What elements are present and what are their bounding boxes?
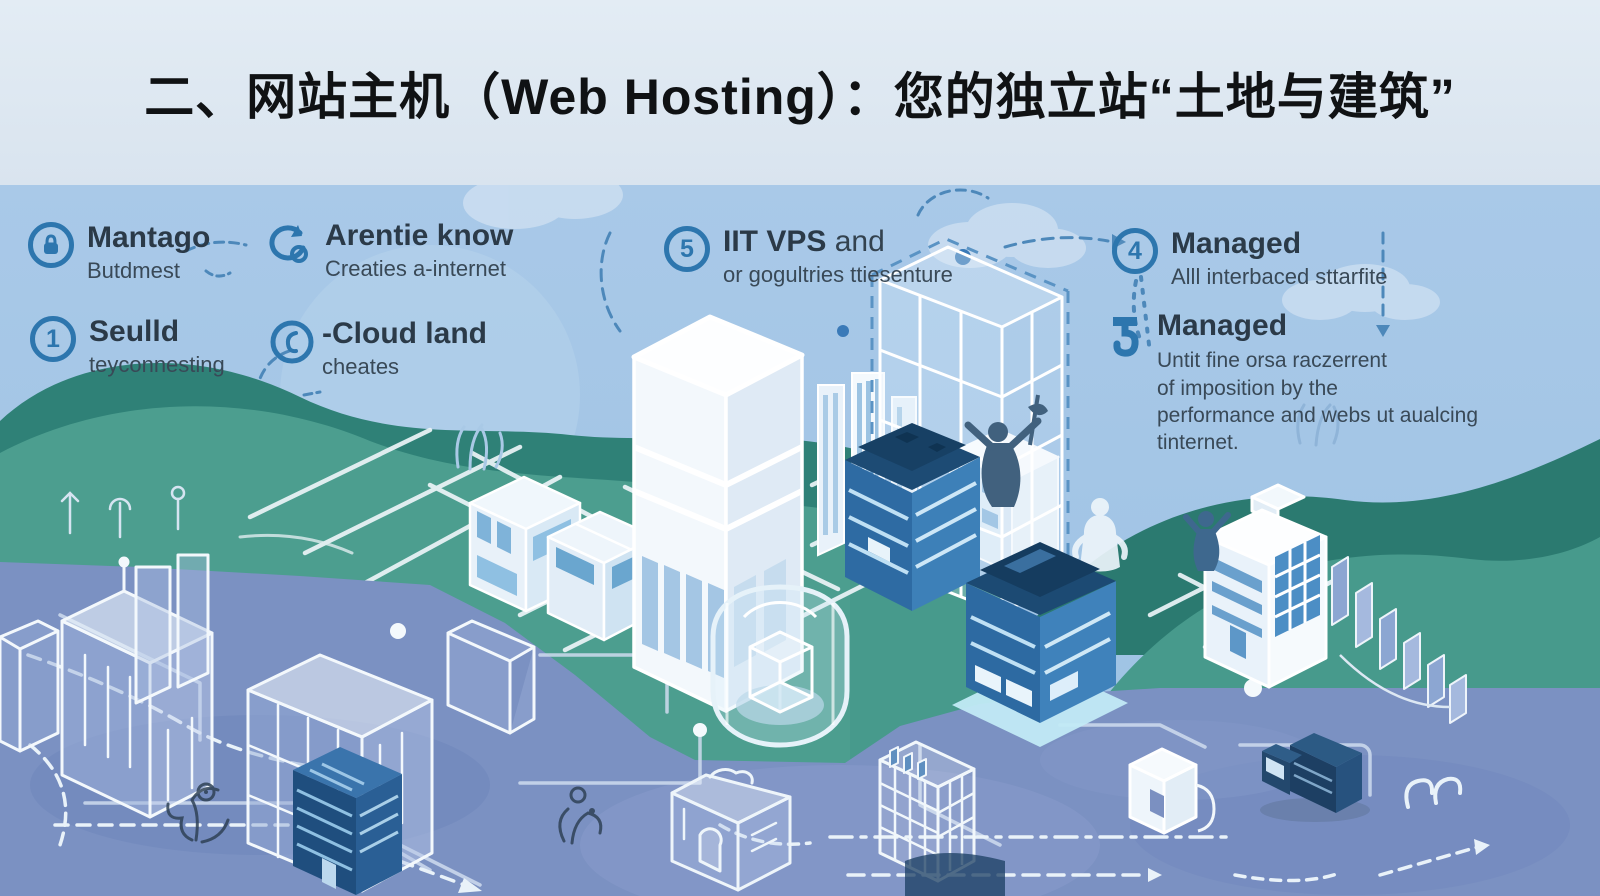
page-title: 二、网站主机（Web Hosting）：您的独立站“土地与建筑”	[144, 68, 1456, 125]
outline-house	[670, 768, 792, 892]
header-band: 二、网站主机（Web Hosting）：您的独立站“土地与建筑”	[0, 0, 1600, 187]
callout-subtitle: teyconnesting	[89, 352, 225, 378]
callout-title: -Cloud land	[322, 317, 487, 350]
callout-title: IIT VPS and	[723, 225, 885, 258]
sketch-plants	[60, 403, 1340, 539]
scribble-figures	[166, 782, 1005, 896]
callout-managed-5: Managed Untit fine orsa raczerrent of im…	[1106, 309, 1535, 457]
spiral-badge-icon	[268, 318, 316, 366]
callout-paragraph: Untit fine orsa raczerrent of imposition…	[1157, 349, 1479, 455]
ghost-figure	[1072, 498, 1128, 572]
number-4-badge: 4	[1112, 228, 1158, 274]
callout-title: Mantago	[87, 221, 211, 254]
callout-arentie: Arentie know Creaties a-internet	[262, 219, 514, 283]
server-tower-a	[845, 423, 980, 611]
number-5-badge: 5	[664, 226, 710, 272]
callout-cloud-land: -Cloud land cheates	[268, 317, 487, 381]
navy-truck	[1260, 733, 1370, 822]
callout-title: Managed	[1157, 309, 1288, 342]
circular-arrows-icon	[262, 220, 312, 268]
receding-panels	[1331, 556, 1467, 724]
right-building	[1203, 483, 1328, 689]
number-1-badge: 1	[30, 316, 76, 362]
callout-seulld: 1 Seulld teyconnesting	[30, 315, 225, 379]
callout-subtitle: cheates	[322, 354, 400, 380]
callout-subtitle: Creaties a-internet	[325, 256, 506, 282]
white-box-building	[1128, 747, 1216, 835]
shield-dome	[710, 584, 850, 748]
callout-title: Managed	[1171, 227, 1302, 260]
hook-icon	[1106, 310, 1144, 368]
person-silhouette-right	[1183, 511, 1231, 571]
navy-building	[293, 747, 402, 895]
callout-mantago: Mantago Butdmest	[28, 221, 211, 285]
callout-subtitle: Alll interbaced sttarfite	[1171, 264, 1388, 290]
dark-mound	[905, 853, 1005, 896]
person-silhouette-hill	[964, 394, 1048, 507]
callout-subtitle: Butdmest	[87, 258, 180, 284]
lock-badge-icon	[28, 222, 74, 268]
callout-title: Arentie know	[325, 219, 514, 252]
city-illustration	[0, 185, 1600, 896]
callout-vps: 5 IIT VPS and or gogultries ttiesenture	[664, 225, 953, 289]
callout-title: Seulld	[89, 315, 180, 348]
callout-subtitle: or gogultries ttiesenture	[723, 262, 953, 288]
server-tower-b	[952, 542, 1128, 747]
callout-managed-4: 4 Managed Alll interbaced sttarfite	[1112, 227, 1388, 291]
clouds	[463, 185, 1440, 320]
